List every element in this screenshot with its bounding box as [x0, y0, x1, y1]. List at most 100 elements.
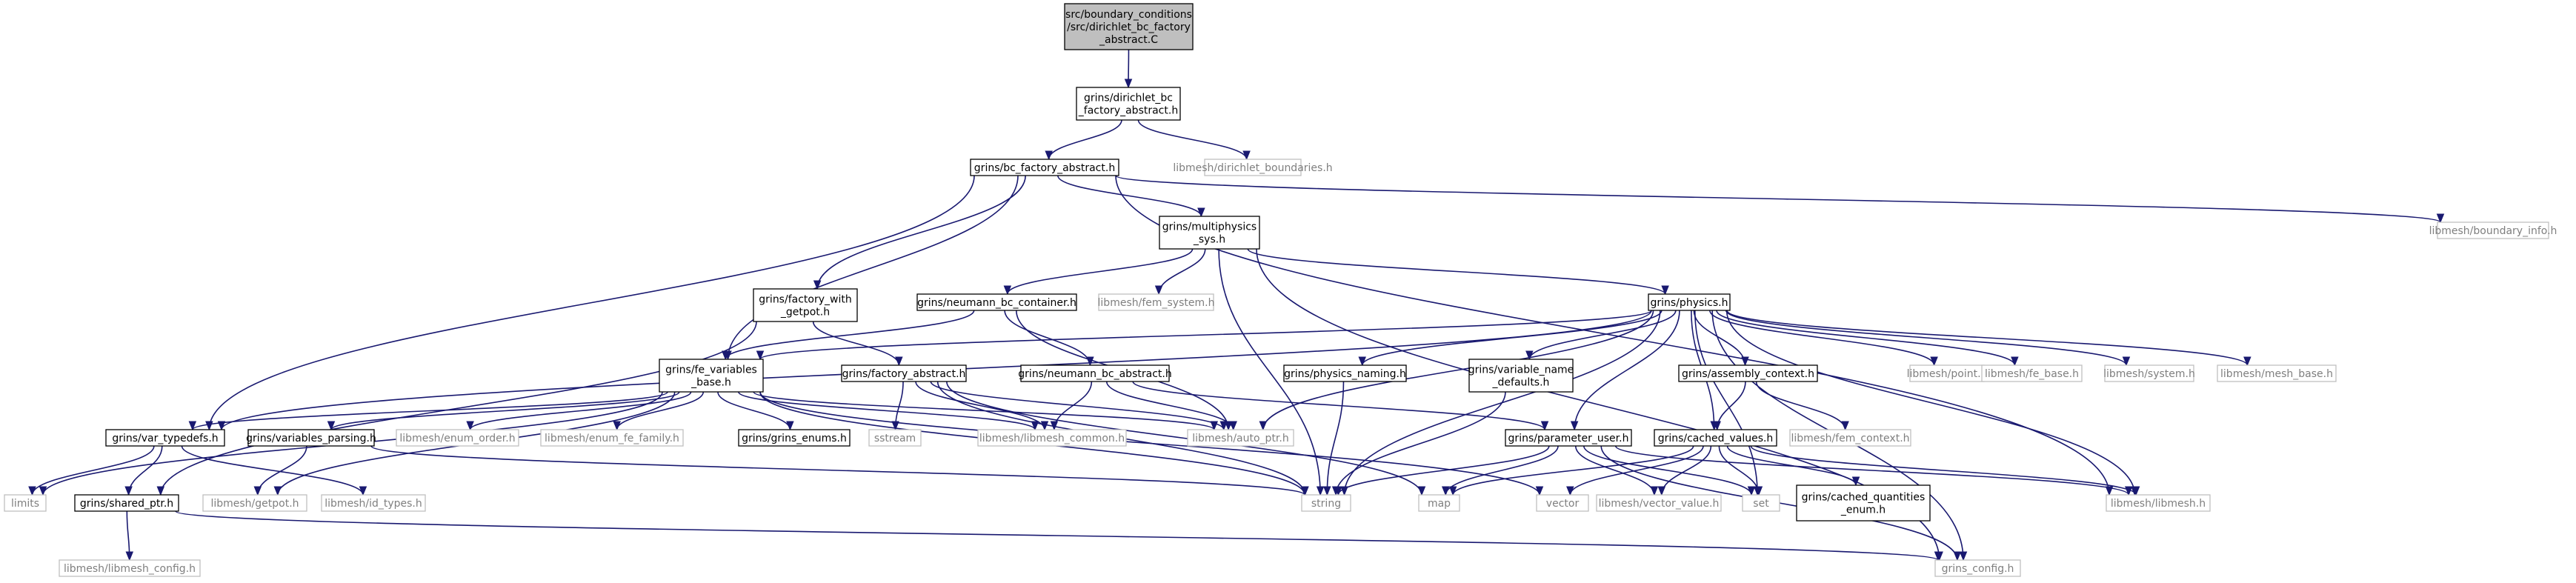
node-asm_ctx[interactable]: grins/assembly_context.h	[1678, 364, 1818, 382]
node-box-neumann_abs	[1020, 364, 1170, 382]
node-label-lm_system-0: libmesh/system.h	[2103, 368, 2195, 380]
node-label-lm_femsys-0: libmesh/fem_system.h	[1098, 297, 1215, 309]
node-var_parsing[interactable]: grins/variables_parsing.h	[246, 429, 376, 447]
node-box-lm_autoptr	[1187, 429, 1294, 447]
arrowhead-fac_abs-to-map	[1417, 486, 1426, 496]
node-label-limits-0: limits	[11, 498, 39, 510]
node-box-cached_vals	[1654, 429, 1777, 447]
edge-asm_ctx-to-cached_vals	[1716, 381, 1746, 430]
edge-physics-to-lm_febase	[1716, 310, 2016, 366]
node-phys_naming[interactable]: grins/physics_naming.h	[1283, 364, 1407, 382]
node-label-multiphys-0: grins/multiphysics	[1162, 221, 1257, 233]
node-label-lm_libmesh-0: libmesh/libmesh.h	[2111, 498, 2206, 510]
node-root[interactable]: src/boundary_conditions/src/dirichlet_bc…	[1064, 3, 1194, 50]
node-box-asm_ctx	[1678, 364, 1818, 382]
arrowhead-physics-to-phys_naming	[1358, 356, 1366, 367]
node-label-lm_common-0: libmesh/libmesh_common.h	[979, 433, 1125, 444]
node-box-lm_idtypes	[321, 494, 426, 512]
node-label-cached_vals-0: grins/cached_values.h	[1658, 433, 1774, 444]
node-lm_bndinfo: libmesh/boundary_info.h	[2429, 221, 2557, 239]
edge-param_user-to-string	[1337, 445, 1550, 496]
node-box-lm_getpot	[202, 494, 307, 512]
node-box-lm_bndinfo	[2437, 221, 2549, 239]
node-label-lm_getpot-0: libmesh/getpot.h	[210, 498, 299, 510]
node-label-string-0: string	[1311, 498, 1341, 510]
arrowhead-fe_vars-to-limits	[39, 486, 47, 496]
edge-bc_fac-to-fe_vars	[727, 175, 1019, 360]
edge-dbc_fac-to-bc_fac	[1048, 119, 1122, 160]
node-grins_enums[interactable]: grins/grins_enums.h	[738, 429, 851, 447]
edge-fe_vars-to-lm_enum_fefam	[616, 391, 705, 430]
arrowhead-fac_abs-to-lm_autoptr	[1219, 421, 1228, 431]
edge-bc_fac-to-var_typedefs	[208, 175, 975, 430]
node-label-root-0: src/boundary_conditions	[1065, 9, 1192, 21]
edge-fe_vars-to-lm_enum_order	[469, 391, 692, 430]
node-label-dbc_fac-1: _factory_abstract.h	[1078, 105, 1178, 117]
node-cached_vals[interactable]: grins/cached_values.h	[1654, 429, 1777, 447]
node-label-lm_enum_fefam-0: libmesh/enum_fe_family.h	[545, 433, 679, 444]
node-label-lm_bndinfo-0: libmesh/boundary_info.h	[2429, 225, 2557, 237]
node-bc_fac[interactable]: grins/bc_factory_abstract.h	[970, 159, 1119, 176]
node-box-fac_getpot	[753, 288, 858, 322]
node-var_name_def[interactable]: grins/variable_name_defaults.h	[1468, 359, 1574, 393]
arrowhead-neumann_abs-to-lm_common	[1050, 421, 1059, 431]
arrowhead-fac_getpot-to-fac_abs	[895, 356, 903, 367]
edge-bc_fac-to-multiphys	[1057, 175, 1202, 217]
node-string: string	[1301, 494, 1351, 512]
arrowhead-multiphys-to-lm_femsys	[1154, 285, 1163, 296]
edge-neumann_abs-to-lm_autoptr	[1105, 381, 1234, 430]
node-var_typedefs[interactable]: grins/var_typedefs.h	[105, 429, 225, 447]
arrowhead-var_typedefs-to-shared_ptr	[124, 486, 133, 496]
arrowhead-shared_ptr-to-lm_config	[125, 551, 134, 562]
node-cached_qenum[interactable]: grins/cached_quantities_enum.h	[1796, 484, 1931, 522]
arrowhead-cached_vals-to-cached_qenum	[1851, 476, 1860, 487]
node-label-vector-0: vector	[1546, 498, 1580, 510]
edge-multiphys-to-lm_femsys	[1158, 248, 1206, 295]
edge-physics-to-phys_naming	[1361, 310, 1663, 366]
edge-var_typedefs-to-shared_ptr	[127, 445, 163, 496]
edge-physics-to-lm_system	[1725, 310, 2127, 366]
node-lm_vecval: libmesh/vector_value.h	[1596, 494, 1722, 512]
edge-physics-to-lm_meshbase	[1726, 310, 2249, 366]
node-label-fac_getpot-0: grins/factory_with	[759, 294, 851, 306]
arrowhead-physics-to-string	[1340, 486, 1348, 496]
edge-cached_vals-to-cached_qenum	[1726, 445, 1857, 486]
edge-bc_fac-to-fac_getpot	[816, 175, 1026, 290]
node-multiphys[interactable]: grins/multiphysics_sys.h	[1159, 216, 1260, 250]
node-box-grins_config	[1934, 559, 2021, 577]
edge-fe_vars-to-lm_common	[738, 391, 1036, 430]
node-physics[interactable]: grins/physics.h	[1648, 293, 1731, 311]
edge-param_user-to-set	[1583, 445, 1752, 496]
node-dbc_fac[interactable]: grins/dirichlet_bc_factory_abstract.h	[1076, 87, 1181, 121]
node-label-shared_ptr-0: grins/shared_ptr.h	[80, 498, 173, 510]
arrowhead-fe_vars-to-lm_enum_order	[466, 421, 474, 431]
edge-physics-to-param_user	[1574, 310, 1680, 430]
edge-neumann_abs-to-param_user	[1132, 381, 1545, 430]
node-label-var_parsing-0: grins/variables_parsing.h	[246, 433, 376, 444]
edge-param_user-to-lm_vecval	[1574, 445, 1655, 496]
node-box-lm_femctx	[1789, 429, 1911, 447]
node-neumann_cont[interactable]: grins/neumann_bc_container.h	[916, 293, 1077, 311]
edge-physics-to-var_name_def	[1528, 310, 1677, 360]
node-label-lm_meshbase-0: libmesh/mesh_base.h	[2220, 368, 2333, 380]
node-box-string	[1301, 494, 1351, 512]
arrowhead-fac_abs-to-sstream	[891, 421, 899, 431]
node-limits: limits	[4, 494, 47, 512]
node-label-phys_naming-0: grins/physics_naming.h	[1284, 368, 1406, 380]
arrowhead-root-to-dbc_fac	[1124, 79, 1133, 89]
edge-var_typedefs-to-lm_idtypes	[181, 445, 364, 496]
node-box-cached_qenum	[1796, 484, 1931, 522]
node-fe_vars[interactable]: grins/fe_variables_base.h	[659, 359, 764, 393]
node-param_user[interactable]: grins/parameter_user.h	[1505, 429, 1632, 447]
node-neumann_abs[interactable]: grins/neumann_bc_abstract.h	[1018, 364, 1172, 382]
arrowhead-var_typedefs-to-limits	[28, 486, 36, 496]
node-lm_point: libmesh/point.h	[1907, 364, 1987, 382]
node-fac_abs[interactable]: grins/factory_abstract.h	[841, 364, 967, 382]
node-lm_femsys: libmesh/fem_system.h	[1098, 293, 1215, 311]
arrowhead-physics-to-lm_autoptr	[1259, 421, 1268, 431]
node-fac_getpot[interactable]: grins/factory_with_getpot.h	[753, 288, 858, 322]
node-shared_ptr[interactable]: grins/shared_ptr.h	[74, 494, 179, 512]
arrowhead-cached_vals-to-vector	[1566, 486, 1574, 496]
node-label-lm_dirbound-0: libmesh/dirichlet_boundaries.h	[1173, 162, 1332, 174]
